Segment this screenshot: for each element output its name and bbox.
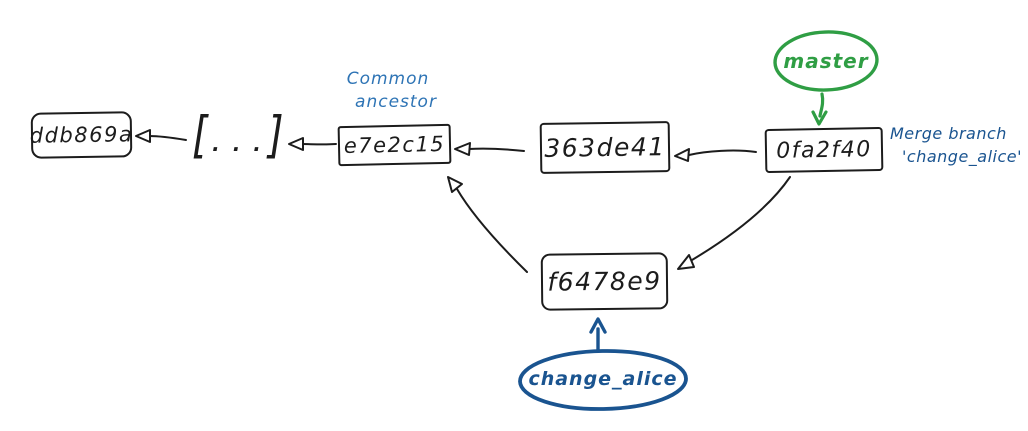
left-bracket: [ <box>191 106 208 164</box>
ellipsis-node: [ . . . ] <box>190 108 286 164</box>
commit-hash: e7e2c15 <box>343 131 446 159</box>
common-ancestor-label: Common ancestor <box>327 68 449 114</box>
commit-hash: f6478e9 <box>547 266 662 297</box>
commit-box-0fa2f40: 0fa2f40 <box>764 126 884 174</box>
merge-note-line2: 'change_alice' <box>902 147 1023 167</box>
arrow-f6478e9-to-e7e2c15 <box>447 176 528 273</box>
branch-label-master: master <box>783 49 869 73</box>
commit-box-e7e2c15: e7e2c15 <box>337 123 452 167</box>
master-ellipse <box>773 30 879 92</box>
arrow-change-alice-to-f6478e9 <box>589 317 607 352</box>
commit-box-ddb869a: ddb869a <box>29 111 134 159</box>
arrow-e7e2c15-to-ellipsis <box>288 137 337 151</box>
arrow-ellipsis-to-ddb869a <box>135 129 187 143</box>
right-bracket: ] <box>268 106 285 164</box>
arrow-363de41-to-e7e2c15 <box>454 142 525 156</box>
commit-hash: 0fa2f40 <box>776 136 872 164</box>
commit-hash: 363de41 <box>544 132 666 163</box>
common-ancestor-line1: Common <box>346 69 430 89</box>
ellipsis-dots: . . . <box>212 132 264 156</box>
branch-label-change-alice: change_alice <box>528 368 678 390</box>
change-alice-ellipse <box>518 349 688 411</box>
commit-box-363de41: 363de41 <box>539 121 671 174</box>
commit-box-f6478e9: f6478e9 <box>540 252 669 311</box>
commit-hash: ddb869a <box>29 122 134 148</box>
arrow-0fa2f40-to-f6478e9 <box>677 176 791 270</box>
arrow-master-to-0fa2f40 <box>811 92 828 126</box>
common-ancestor-line2: ancestor <box>355 91 437 112</box>
merge-note-line1: Merge branch <box>890 124 1007 143</box>
arrow-0fa2f40-to-363de41 <box>674 148 757 162</box>
merge-branch-note: Merge branch 'change_alice' <box>890 122 1023 168</box>
